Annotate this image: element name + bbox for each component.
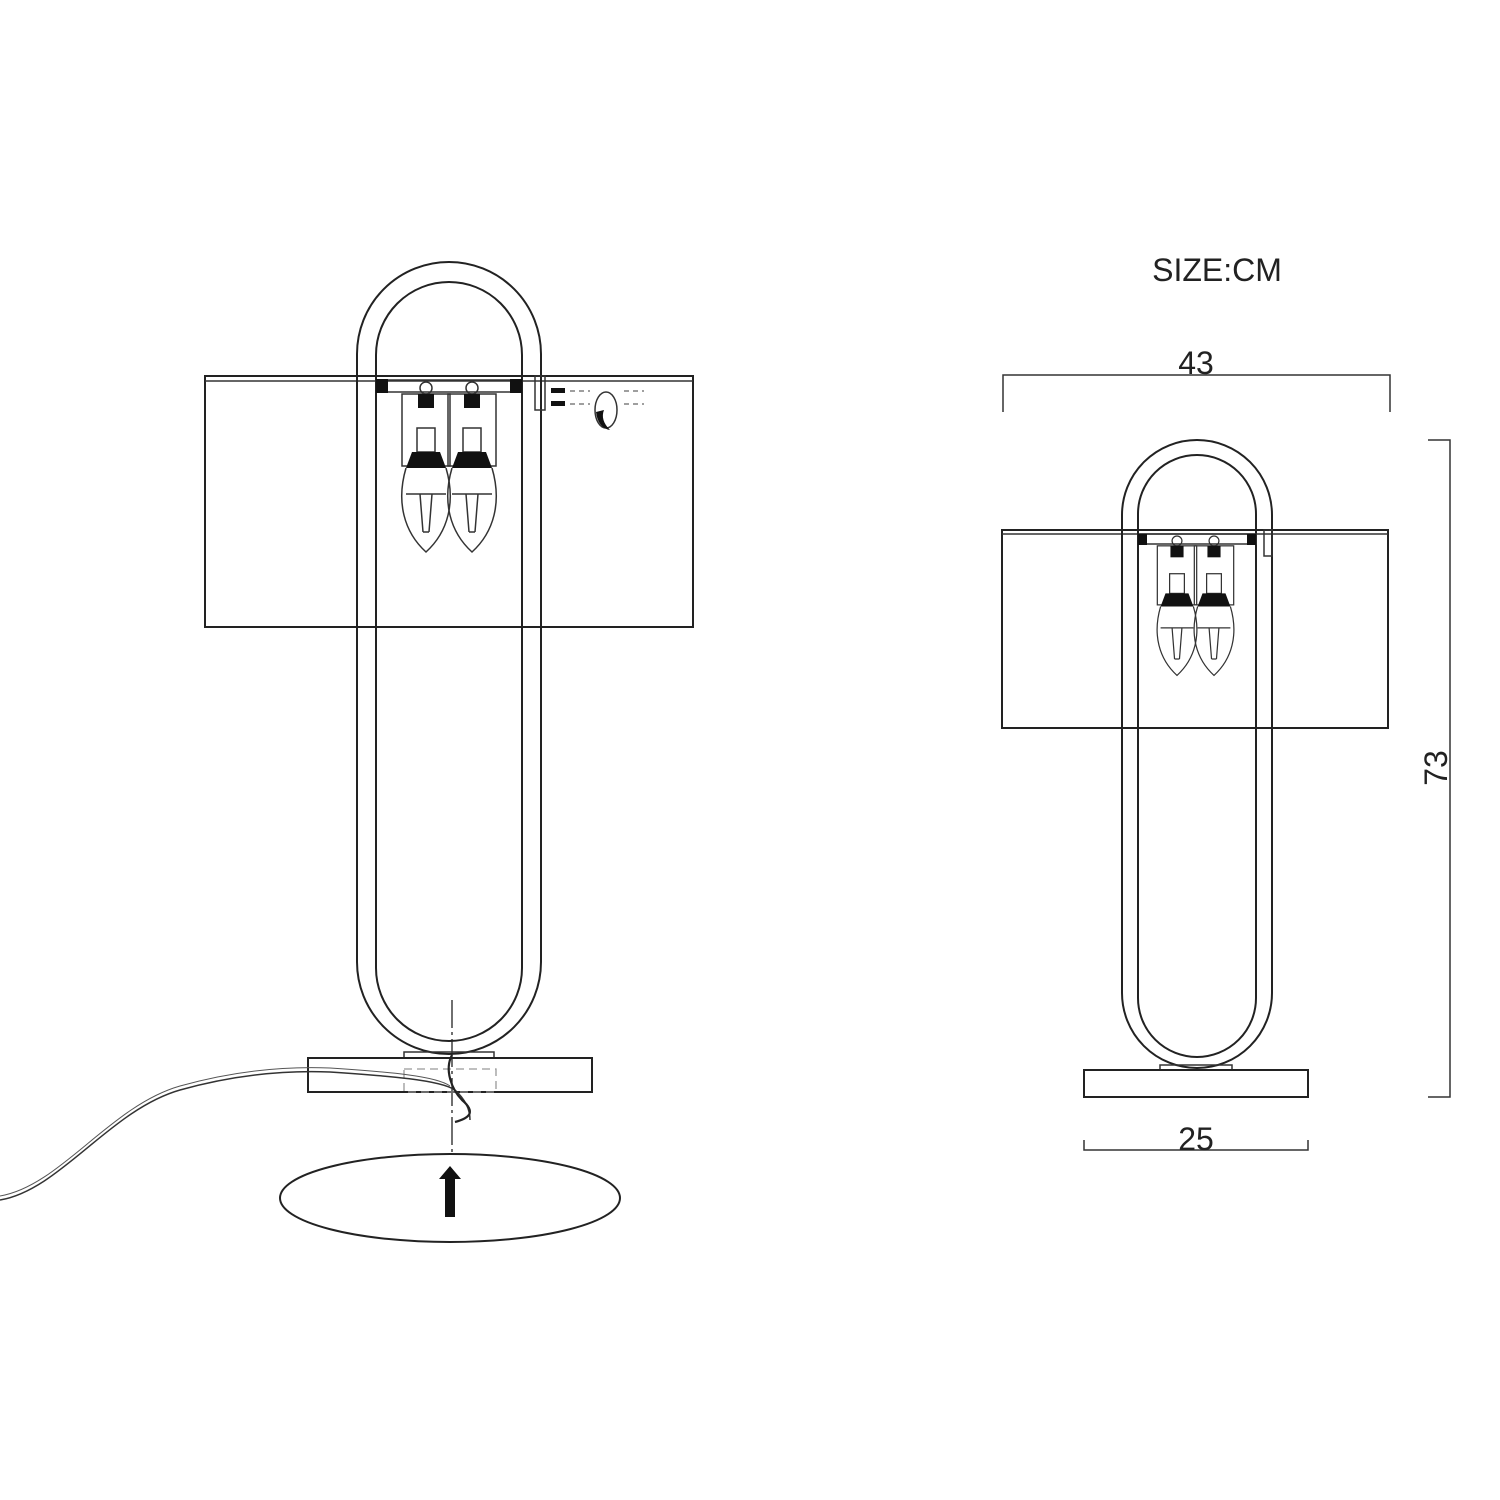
height-dimension-line — [1428, 439, 1451, 1098]
base-plate — [1083, 1069, 1309, 1098]
bulb-icon — [446, 381, 498, 553]
bulb-icon — [1156, 535, 1198, 677]
arrow-up-icon — [439, 1166, 461, 1217]
width-dimension: 43 — [1178, 345, 1214, 381]
lamp-shade — [1001, 529, 1389, 729]
width-dimension-line — [1002, 374, 1391, 412]
screw-fixing-icon — [534, 375, 644, 430]
base-dimension: 25 — [1178, 1121, 1214, 1157]
dimension-view: SIZE:CM 43 73 25 — [1001, 252, 1454, 1157]
inner-frame-loop — [375, 281, 523, 1042]
outer-frame-loop — [1121, 439, 1273, 1069]
bulb-icon — [1193, 535, 1235, 677]
size-unit-label: SIZE:CM — [1152, 252, 1282, 288]
inner-frame-loop — [1137, 454, 1257, 1058]
base-dimension-line — [1083, 1140, 1309, 1151]
power-cord — [0, 1070, 471, 1201]
lamp-shade — [204, 375, 694, 628]
height-dimension: 73 — [1418, 750, 1454, 786]
bulb-icon — [400, 381, 452, 553]
assembly-view — [0, 261, 694, 1243]
table-surface — [279, 1153, 621, 1243]
outer-frame-loop — [356, 261, 542, 1055]
